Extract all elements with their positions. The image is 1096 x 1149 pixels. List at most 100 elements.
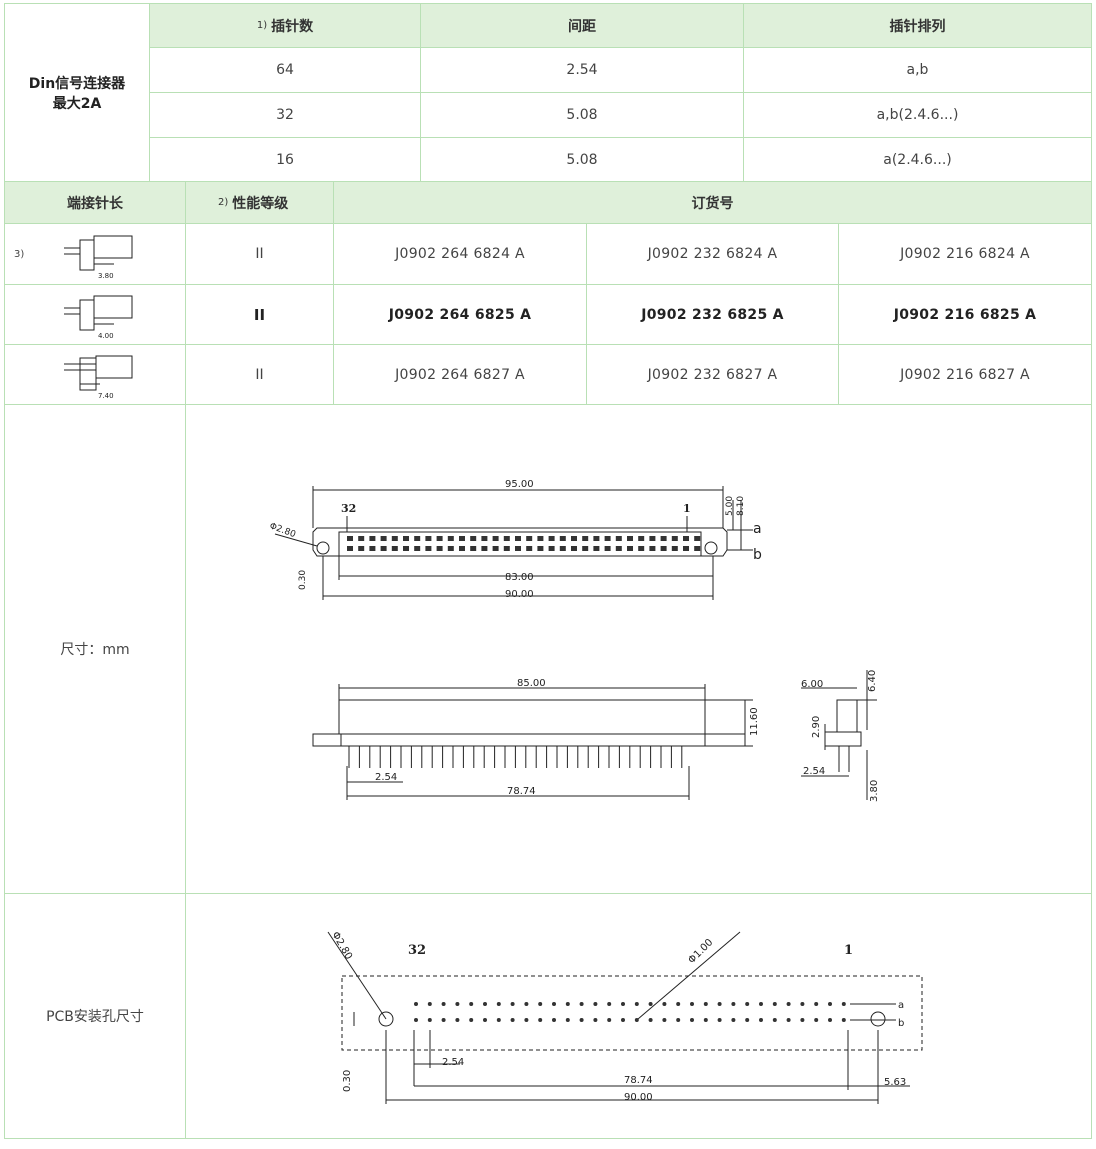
contact-b — [559, 546, 566, 551]
grade-cell: II — [255, 246, 264, 262]
pcb-hole-small: Φ1.00 — [686, 937, 715, 966]
header-performance-grade-text: 性能等级 — [232, 195, 289, 212]
dim-8: 8.10 — [736, 496, 746, 516]
header-pin-count: 1) 插针数 — [150, 4, 420, 47]
contact-b — [358, 546, 365, 551]
connector-side-view: 85.00 11.60 2.54 78.74 — [312, 678, 760, 800]
pcb-hole-b — [703, 1018, 708, 1022]
connector-label-line1: Din信号连接器 — [28, 75, 126, 92]
connector-top-view: 95.00 32 1 5.00 8.10 a b Φ2.80 0.30 83.0… — [268, 479, 762, 600]
order-number-cell: J0902 264 6827 A — [395, 366, 525, 383]
order-number-cell: J0902 264 6825 A — [388, 306, 532, 323]
pcb-hole-a — [828, 1002, 832, 1006]
contact-b — [526, 546, 533, 551]
pcb-hole-a — [552, 1002, 556, 1006]
pcb-hole-a — [662, 1002, 667, 1006]
pcb-hole-b — [759, 1018, 763, 1022]
pcb-hole-b — [496, 1018, 501, 1022]
pcb-hole-b — [621, 1018, 625, 1022]
pcb-hole-a — [469, 1002, 474, 1006]
contact-b — [593, 546, 600, 551]
order-number-cell: J0902 232 6825 A — [641, 306, 784, 323]
contact-b — [380, 546, 387, 551]
contact-a — [459, 536, 465, 541]
pcb-hole-b — [510, 1018, 515, 1022]
pcb-hole-a — [483, 1002, 487, 1006]
header-order-number-text: 订货号 — [691, 195, 734, 212]
arrangement-cell: a,b — [906, 62, 929, 78]
pcb-hole-b — [524, 1018, 529, 1022]
end-mid: 2.90 — [811, 716, 822, 738]
end-width: 6.00 — [801, 679, 823, 690]
contact-a — [380, 536, 387, 541]
contact-a — [503, 536, 510, 541]
pcb-hole-a — [496, 1002, 501, 1006]
contact-b — [582, 546, 589, 551]
contact-a — [414, 536, 421, 541]
row-b-label: b — [753, 547, 762, 563]
pcb-hole-a — [676, 1002, 681, 1006]
pcb-hole-b — [593, 1018, 598, 1022]
pcb-hole-layout: Φ2.80 Φ1.00 32 1 a b 2.54 0.30 78.74 5.6… — [327, 930, 923, 1104]
pcb-hole-big: Φ2.80 — [329, 930, 354, 962]
pcb-hole-a — [745, 1002, 750, 1006]
pcb-hole-a — [690, 1002, 694, 1006]
pcb-hole-a — [772, 1002, 777, 1006]
contact-b — [391, 546, 398, 551]
contact-a — [660, 536, 667, 541]
pcb-offset: 0.30 — [342, 1070, 353, 1092]
pcb-hole-b — [814, 1018, 819, 1022]
pin-count-cell: 16 — [276, 151, 294, 168]
contact-b — [436, 546, 443, 551]
pcb-hole-b — [455, 1018, 460, 1022]
pcb-hole-a — [717, 1002, 722, 1006]
pin-1-label: 1 — [683, 502, 691, 515]
footnote-ref-3: 3) — [14, 248, 25, 260]
hole-diameter: Φ2.80 — [268, 521, 297, 540]
contact-b — [459, 546, 465, 551]
connector-label-line2: 最大2A — [52, 95, 102, 112]
pcb-row-b: b — [898, 1018, 904, 1029]
grade-cell: II — [255, 366, 264, 383]
pcb-hole-b — [565, 1018, 570, 1022]
pcb-hole-b — [427, 1018, 432, 1022]
contact-b — [671, 546, 678, 551]
contact-b — [694, 546, 701, 551]
pin-length-label: 3.80 — [98, 272, 114, 280]
footnote-ref-1: 1) — [256, 20, 268, 31]
pcb-hole-b — [731, 1018, 736, 1022]
footnote-ref-2: 2) — [218, 197, 229, 208]
pcb-total: 90.00 — [624, 1092, 653, 1103]
dim-pitch: 2.54 — [375, 772, 397, 783]
order-number-cell: J0902 216 6825 A — [893, 306, 1037, 323]
pcb-hole-a — [510, 1002, 515, 1006]
contact-a — [492, 536, 499, 541]
header-pin-arrangement-text: 插针排列 — [889, 18, 946, 35]
contact-a — [526, 536, 533, 541]
contact-b — [548, 546, 555, 551]
pcb-hole-b — [828, 1018, 832, 1022]
pcb-pitch: 2.54 — [442, 1057, 464, 1068]
header-performance-grade: 2) 性能等级 — [186, 182, 333, 223]
pcb-hole-b — [841, 1018, 846, 1022]
header-pin-length: 端接针长 — [5, 182, 185, 223]
pcb-hole-b — [538, 1018, 543, 1022]
dimensions-label: 尺寸：mm — [60, 642, 130, 658]
header-pin-count-text: 插针数 — [271, 18, 314, 35]
pin-length-diagram: 7.40 — [64, 355, 133, 400]
end-pitch: 2.54 — [803, 766, 825, 777]
pcb-hole-b — [745, 1018, 750, 1022]
dim-height: 11.60 — [749, 707, 760, 736]
contact-a — [694, 536, 701, 541]
contact-a — [638, 536, 645, 541]
contact-a — [515, 536, 521, 541]
pcb-label: PCB安装孔尺寸 — [46, 1009, 144, 1025]
contact-b — [403, 546, 409, 551]
pcb-hole-b — [441, 1018, 446, 1022]
pcb-hole-b — [607, 1018, 612, 1022]
header-pin-arrangement: 插针排列 — [744, 4, 1091, 47]
pcb-hole-b — [690, 1018, 694, 1022]
contact-a — [683, 536, 689, 541]
pcb-hole-a — [800, 1002, 805, 1006]
contact-b — [414, 546, 421, 551]
